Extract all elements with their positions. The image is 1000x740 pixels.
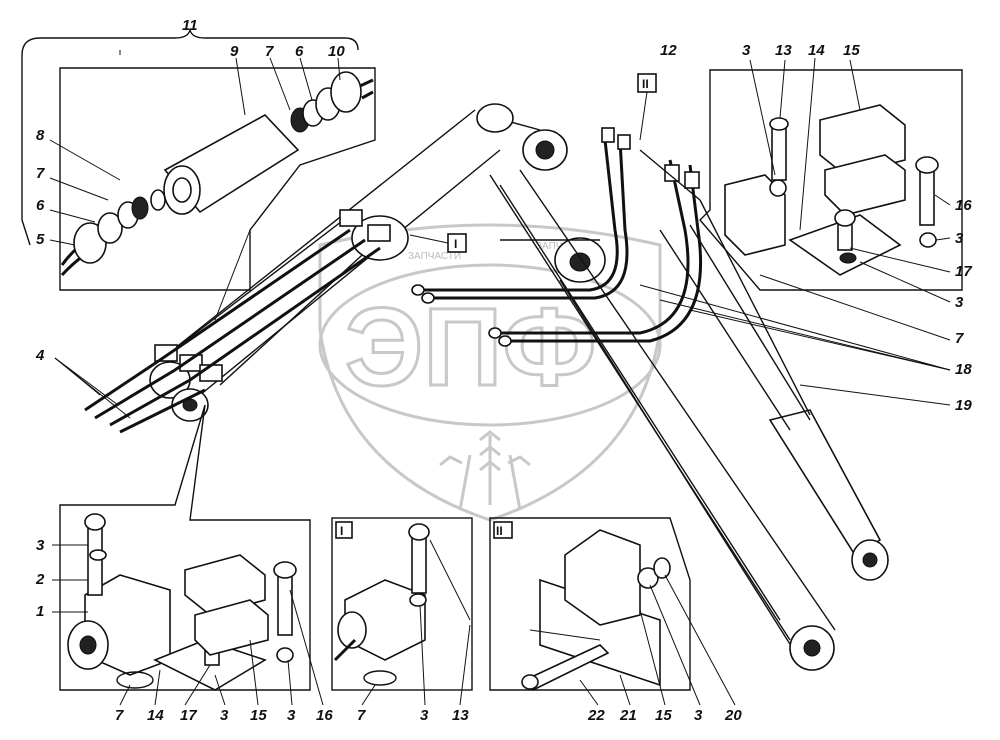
view-marker-ii-top: II	[637, 73, 657, 141]
label-20: 20	[724, 707, 742, 724]
label-7-top: 7	[265, 43, 274, 60]
watermark-logo: ЭПФ ЗАПЧАСТИ ЗАПЧАСТИ	[318, 223, 662, 522]
label-1: 1	[36, 603, 44, 620]
label-3-r1: 3	[955, 230, 964, 247]
svg-text:I: I	[454, 237, 457, 251]
leader-lines-top	[49, 57, 341, 321]
label-12: 12	[660, 42, 677, 59]
label-3-ii: 3	[694, 707, 703, 724]
detail-clamp-top-right	[699, 69, 963, 291]
label-3-bl2: 3	[220, 707, 229, 724]
detail-block-bottom-left	[59, 404, 311, 691]
label-7-bl: 7	[115, 707, 124, 724]
leader-lines-4	[54, 357, 131, 419]
view-marker-i-top: I	[409, 233, 467, 253]
label-17-bl: 17	[180, 707, 197, 724]
detail-hose-assembly	[59, 67, 376, 291]
label-19: 19	[955, 397, 972, 414]
label-14-bl: 14	[147, 707, 164, 724]
view-ii-label: II	[496, 524, 503, 538]
label-21: 21	[619, 707, 637, 724]
label-13-tr: 13	[775, 42, 792, 59]
label-4: 4	[35, 347, 45, 364]
label-3-bl: 3	[36, 537, 45, 554]
label-6-left: 6	[36, 197, 45, 214]
label-11: 11	[182, 17, 198, 34]
label-2: 2	[35, 571, 45, 588]
detail-view-ii: II	[489, 517, 691, 692]
label-16-bl: 16	[316, 707, 333, 724]
label-9: 9	[230, 43, 239, 60]
view-i-label: I	[340, 524, 343, 538]
leader-lines-view-i	[361, 604, 471, 706]
label-5: 5	[36, 231, 45, 248]
label-13-i: 13	[452, 707, 469, 724]
boom-assembly	[84, 103, 889, 671]
watermark-small-left: ЗАПЧАСТИ	[408, 251, 461, 262]
label-3-i: 3	[420, 707, 429, 724]
label-7-left: 7	[36, 165, 45, 182]
svg-text:II: II	[642, 77, 649, 91]
watermark-text: ЭПФ	[345, 286, 596, 409]
label-3-tr: 3	[742, 42, 751, 59]
label-17-tr: 17	[955, 263, 972, 280]
label-15-ii: 15	[655, 707, 672, 724]
label-7-r: 7	[955, 330, 964, 347]
label-7-i: 7	[357, 707, 366, 724]
leader-lines-view-ii	[529, 574, 736, 706]
label-15-tr: 15	[843, 42, 860, 59]
label-18: 18	[955, 361, 972, 378]
label-3-bl3: 3	[287, 707, 296, 724]
hydraulic-hoses	[411, 127, 811, 416]
label-3-r2: 3	[955, 294, 964, 311]
label-10: 10	[328, 43, 345, 60]
label-22: 22	[587, 707, 605, 724]
leader-lines-top-right	[119, 50, 951, 406]
wheat-icon	[439, 430, 531, 511]
part-labels: 11 9 7 6 10 8 7 6 5 4 12 3 13 14 15 16 3…	[35, 17, 972, 724]
label-6-top: 6	[295, 43, 304, 60]
label-8: 8	[36, 127, 45, 144]
label-14-tr: 14	[808, 42, 825, 59]
leader-lines-bottom-left	[52, 544, 324, 706]
detail-view-i: I	[331, 517, 473, 691]
bracket-11	[21, 29, 359, 246]
label-16-tr: 16	[955, 197, 972, 214]
label-15-bl: 15	[250, 707, 267, 724]
